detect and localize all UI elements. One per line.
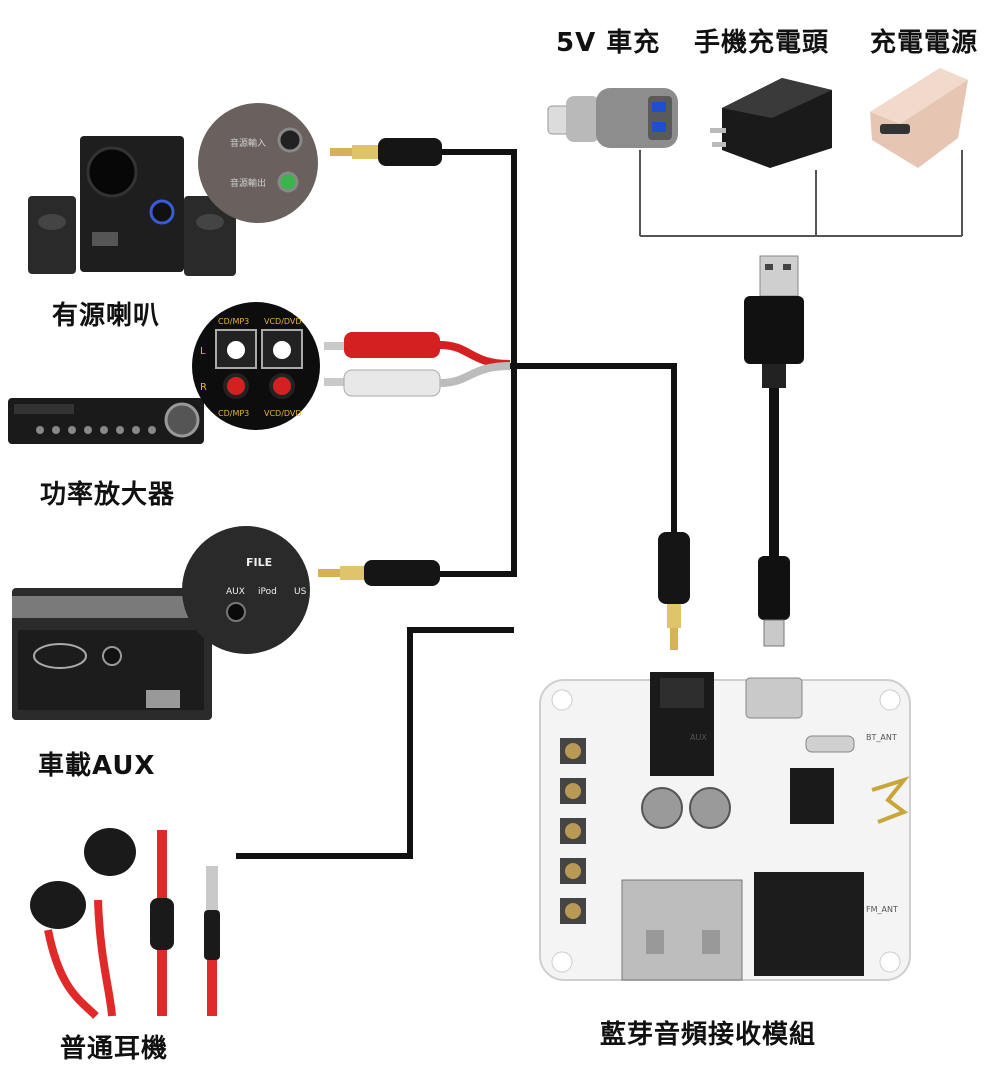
phone-charger-icon bbox=[710, 78, 832, 168]
aux-file-text: FILE bbox=[246, 556, 272, 569]
speaker-jack-inset: 音源輸入 音源輸出 bbox=[198, 103, 318, 223]
rca-r-text: R bbox=[200, 382, 207, 393]
aux-aux-text: AUX bbox=[226, 587, 245, 597]
aux-plug-middle bbox=[318, 560, 440, 586]
power-bus bbox=[639, 150, 963, 237]
rca-l-text: L bbox=[200, 346, 206, 357]
speaker-system-icon bbox=[28, 136, 236, 276]
aux-ipod-text: iPod bbox=[258, 587, 277, 597]
board-aux-text: AUX bbox=[690, 733, 707, 742]
rca-jack-inset: CD/MP3 VCD/DVD CD/MP3 VCD/DVD L R bbox=[192, 302, 320, 430]
usb-cable bbox=[744, 255, 804, 647]
label-car-aux: 車載AUX bbox=[38, 751, 156, 781]
speaker-jack-1-text: 音源輸入 bbox=[230, 137, 266, 149]
board-fm-text: FM_ANT bbox=[866, 905, 898, 914]
label-bt-module: 藍芽音頻接收模組 bbox=[600, 1020, 817, 1050]
aux-us-text: US bbox=[294, 587, 307, 597]
speaker-jack-2-text: 音源輸出 bbox=[230, 177, 266, 189]
label-phone-charger: 手機充電頭 bbox=[694, 28, 830, 58]
power-bank-icon bbox=[870, 68, 968, 168]
label-power-bank: 充電電源 bbox=[870, 28, 979, 58]
rca-bottom-left-text: CD/MP3 bbox=[218, 409, 249, 418]
rca-bottom-right-text: VCD/DVD bbox=[264, 409, 302, 418]
car-aux-inset: FILE AUX iPod US bbox=[182, 526, 310, 654]
signal-wires bbox=[236, 149, 677, 859]
bt-module-board: BT_ANT FM_ANT AUX bbox=[539, 672, 911, 981]
amplifier-icon bbox=[8, 398, 204, 444]
board-aux-plug bbox=[658, 532, 690, 650]
car-stereo-icon bbox=[12, 588, 212, 720]
rca-top-left-text: CD/MP3 bbox=[218, 317, 249, 326]
label-active-speaker: 有源喇叭 bbox=[52, 301, 161, 331]
label-amplifier: 功率放大器 bbox=[40, 480, 176, 510]
aux-plug-top bbox=[330, 138, 442, 166]
car-charger-icon bbox=[547, 88, 678, 148]
rca-top-right-text: VCD/DVD bbox=[264, 317, 302, 326]
label-car-charger: 5V 車充 bbox=[556, 28, 661, 58]
rca-plugs bbox=[324, 332, 511, 397]
earphones-icon bbox=[30, 828, 220, 1019]
label-earphones: 普通耳機 bbox=[60, 1034, 169, 1064]
board-ant-text: BT_ANT bbox=[866, 733, 897, 742]
